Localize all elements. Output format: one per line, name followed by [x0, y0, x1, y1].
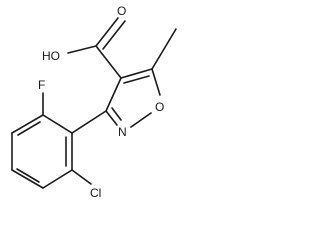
atom-label-ring-oxygen: O [155, 100, 164, 114]
atom-label-chlorine: Cl [90, 186, 101, 200]
bond-c5-o [151, 68, 161, 96]
bond-c5-methyl [151, 28, 177, 70]
bond-n-c3-inner [111, 107, 122, 121]
bond-ar-inner-3 [17, 121, 41, 136]
bond-c3-phenyl [71, 110, 107, 134]
bond-ar-3 [11, 169, 44, 189]
bond-ar-5 [11, 114, 44, 134]
bond-n-c3 [105, 110, 118, 126]
bond-o-n [130, 112, 152, 128]
bond-ar-6 [42, 114, 73, 134]
bond-c-oh [67, 45, 97, 54]
atom-label-carbonyl-oxygen: O [117, 4, 126, 18]
structural-formula: HO O O N F Cl [11, 4, 177, 200]
bond-c-o-double-a [95, 17, 119, 47]
bond-ar-2 [42, 169, 73, 189]
bond-ar-cl [71, 169, 92, 185]
atom-label-ring-nitrogen: N [118, 125, 127, 139]
bond-c-o-double-b [102, 20, 126, 50]
atom-label-fluorine: F [38, 78, 45, 92]
bond-c3-c4 [105, 77, 122, 112]
bond-c-ring [95, 45, 122, 79]
bond-c4-c5 [120, 68, 153, 79]
atom-labels: HO O O N F Cl [38, 4, 164, 200]
bond-ar-inner-2 [16, 168, 40, 183]
atom-label-hydroxyl: HO [42, 49, 60, 63]
bonds [11, 17, 177, 189]
bond-c4-c5-inner [123, 75, 150, 84]
